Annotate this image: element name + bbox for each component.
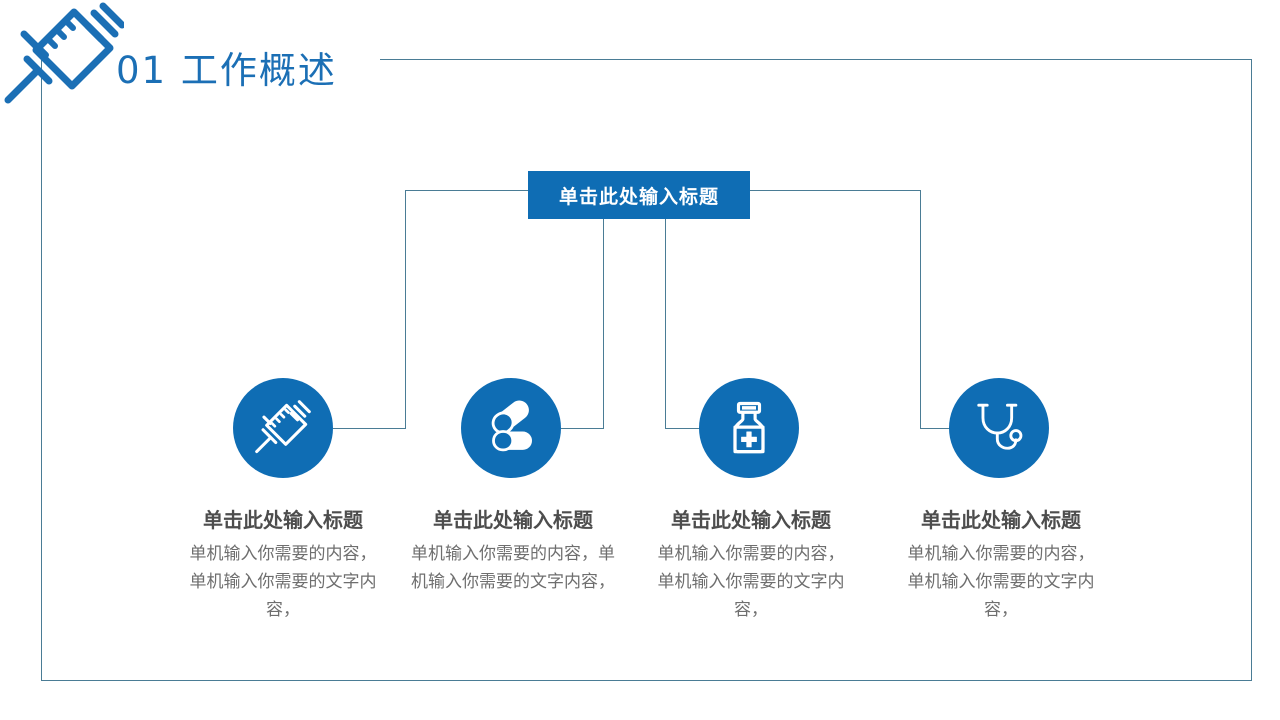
frame-top-border — [380, 59, 1252, 60]
column-body: 单机输入你需要的内容，单机输入你需要的文字内容， — [907, 544, 1095, 620]
connector-top-right-horizontal — [750, 190, 921, 191]
center-title-box[interactable]: 单击此处输入标题 — [528, 171, 750, 219]
connector-top-left-horizontal — [405, 190, 529, 191]
column-title: 单击此处输入标题 — [671, 508, 831, 532]
column-body: 单机输入你需要的内容，单机输入你需要的文字内容， — [657, 544, 845, 620]
column-title: 单击此处输入标题 — [203, 508, 363, 532]
pills-capsule-icon — [483, 400, 539, 456]
content-column-2: 单击此处输入标题 单机输入你需要的内容，单机输入你需要的文字内容， — [399, 504, 627, 596]
page-title: 01 工作概述 — [116, 49, 337, 92]
icon-circle-2[interactable] — [461, 378, 561, 478]
column-title: 单击此处输入标题 — [433, 508, 593, 532]
center-title-label: 单击此处输入标题 — [558, 185, 719, 208]
content-column-4: 单击此处输入标题 单机输入你需要的内容，单机输入你需要的文字内容， — [887, 504, 1115, 624]
column-body: 单机输入你需要的内容，单机输入你需要的文字内容， — [411, 544, 615, 592]
icon-circle-1[interactable] — [233, 378, 333, 478]
icon-circle-3[interactable] — [699, 378, 799, 478]
connector-circle4-horizontal — [920, 428, 950, 429]
syringe-icon — [2, 2, 126, 106]
connector-circle2-horizontal — [561, 428, 604, 429]
connector-left-vertical — [405, 190, 406, 429]
medicine-bottle-icon — [721, 400, 777, 456]
frame-bottom-border — [41, 680, 1252, 681]
slide-header: 01 工作概述 — [0, 0, 400, 120]
stethoscope-icon — [972, 401, 1026, 455]
connector-inner-left-vertical — [603, 219, 604, 429]
content-column-3: 单击此处输入标题 单机输入你需要的内容，单机输入你需要的文字内容， — [637, 504, 865, 624]
connector-right-vertical — [920, 190, 921, 429]
syringe-icon — [254, 399, 312, 457]
connector-circle1-horizontal — [333, 428, 406, 429]
connector-inner-right-vertical — [665, 219, 666, 429]
connector-circle3-horizontal — [665, 428, 700, 429]
column-title: 单击此处输入标题 — [921, 508, 1081, 532]
frame-left-border — [41, 59, 42, 681]
icon-circle-4[interactable] — [949, 378, 1049, 478]
frame-right-border — [1251, 59, 1252, 681]
content-column-1: 单击此处输入标题 单机输入你需要的内容，单机输入你需要的文字内容， — [169, 504, 397, 624]
column-body: 单机输入你需要的内容，单机输入你需要的文字内容， — [189, 544, 377, 620]
